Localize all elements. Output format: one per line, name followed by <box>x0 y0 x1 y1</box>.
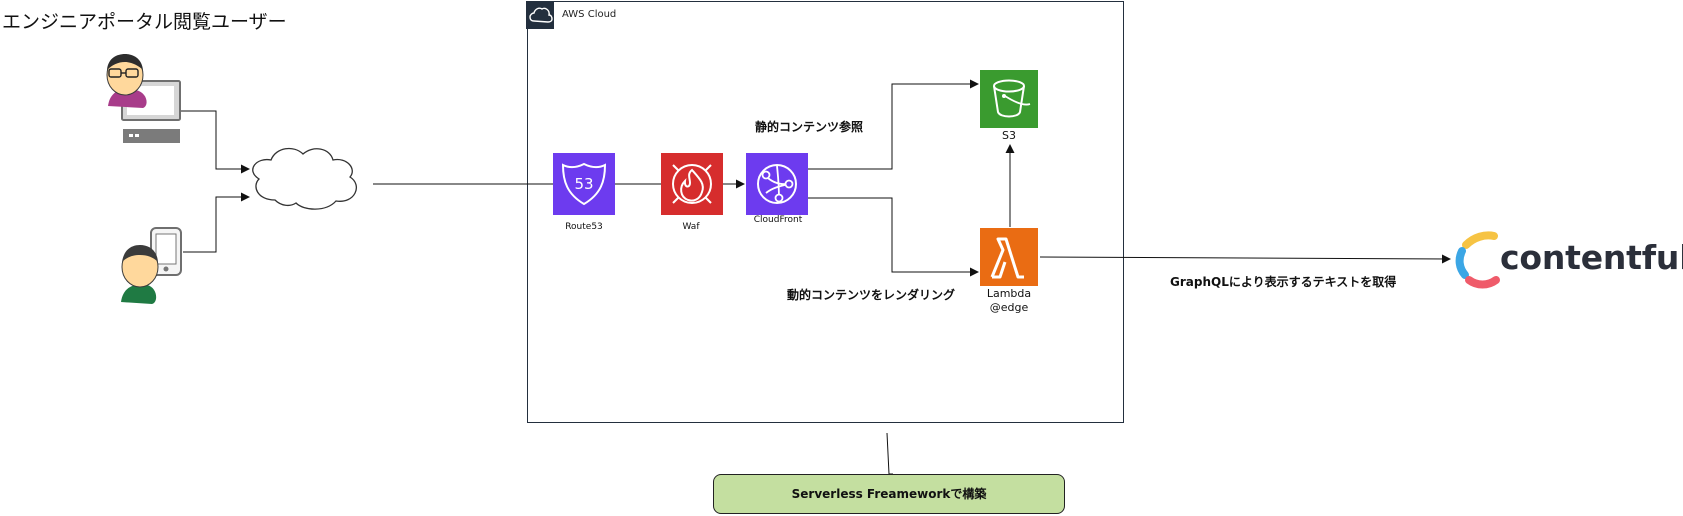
dynamic-content-note: 動的コンテンツをレンダリング <box>787 288 956 302</box>
contentful-logo-icon <box>1455 231 1500 289</box>
s3-label: S3 <box>1002 129 1016 142</box>
desktop-user-icon <box>106 54 181 143</box>
route53-label: Route53 <box>565 222 603 232</box>
cloudfront-to-s3-arrow <box>808 79 979 170</box>
aws-cloud-boundary <box>527 1 1124 423</box>
cloudfront-icon <box>746 153 808 215</box>
page-title: エンジニアポータル閲覧ユーザー <box>2 11 287 33</box>
static-content-note: 静的コンテンツ参照 <box>755 120 864 134</box>
svg-text:53: 53 <box>574 175 593 193</box>
connector-lines <box>181 79 1451 475</box>
route53-icon: 53 <box>553 153 615 215</box>
waf-icon <box>661 153 723 215</box>
cloud-outline-icon <box>529 7 553 23</box>
serverless-callout-text: Serverless Freameworkで構築 <box>791 487 987 501</box>
cloudfront-to-lambda-arrow <box>808 197 979 277</box>
mobile-user-icon <box>121 227 182 304</box>
mobile-to-cloud-arrow <box>183 192 250 253</box>
internet-cloud-icon <box>252 147 357 210</box>
desktop-to-cloud-arrow <box>181 110 250 174</box>
callout-pointer <box>886 432 893 475</box>
lambda-to-contentful-arrow <box>1039 254 1451 264</box>
graphql-note: GraphQLにより表示するテキストを取得 <box>1170 275 1397 289</box>
waf-label: Waf <box>682 222 700 232</box>
lambda-label: Lambda @edge <box>986 287 1032 314</box>
cloudfront-label: CloudFront <box>753 215 803 225</box>
s3-icon <box>980 70 1038 128</box>
lambda-icon <box>980 228 1038 286</box>
contentful-wordmark: contentful <box>1500 238 1683 277</box>
aws-cloud-title: AWS Cloud <box>562 9 617 20</box>
aws-cloud-icon <box>526 1 554 29</box>
serverless-callout: Serverless Freameworkで構築 <box>713 474 1065 514</box>
